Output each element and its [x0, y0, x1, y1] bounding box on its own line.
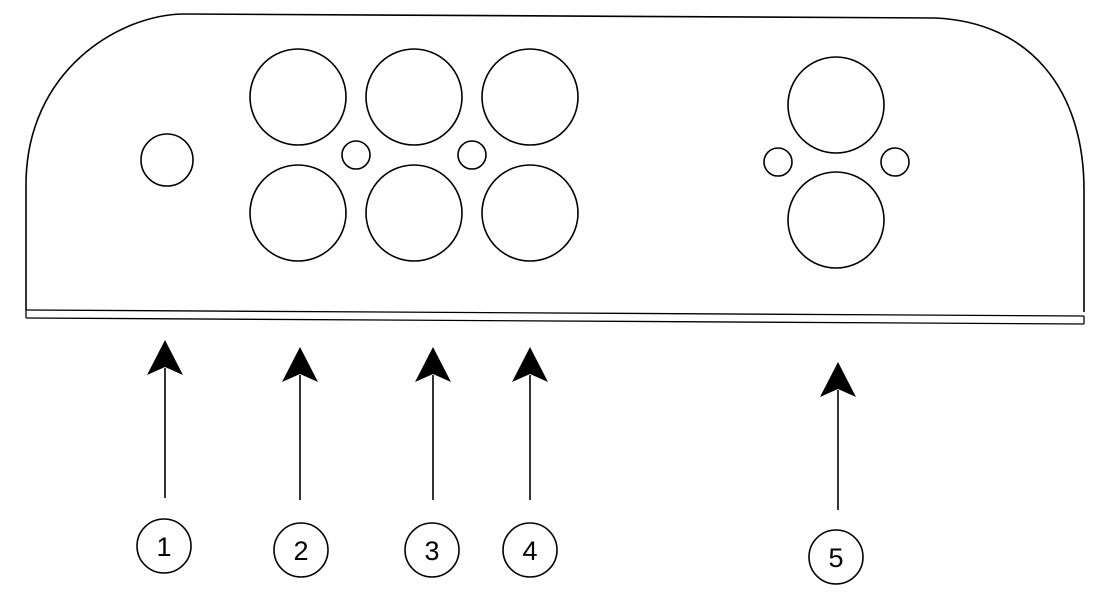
port-5-top-hole: [787, 56, 885, 154]
callout-1-label: 1: [156, 532, 171, 562]
port-3-top-hole: [365, 48, 463, 146]
port-5-mount-hole-right: [880, 147, 910, 177]
callout-4: 4: [502, 522, 558, 578]
arrow-2: [282, 347, 318, 500]
port-5-bottom-hole: [787, 171, 885, 269]
arrow-4: [512, 347, 548, 500]
mount-hole-left: [341, 140, 371, 170]
callout-3-label: 3: [424, 536, 439, 566]
port-4-bottom-hole: [481, 164, 579, 262]
port-1-hole: [140, 133, 194, 187]
callout-2-label: 2: [293, 536, 308, 566]
arrow-1: [147, 340, 183, 498]
port-2-top-hole: [249, 48, 347, 146]
port-2-bottom-hole: [249, 164, 347, 262]
port-4-top-hole: [481, 48, 579, 146]
callout-1: 1: [136, 518, 192, 574]
panel-bottom-edge: [25, 309, 1085, 317]
panel-outline: [25, 13, 1085, 312]
callout-5: 5: [808, 529, 864, 585]
port-5-mount-hole-left: [763, 147, 793, 177]
arrow-3: [415, 347, 451, 500]
callout-3: 3: [404, 522, 460, 578]
port-3-bottom-hole: [365, 164, 463, 262]
callout-4-label: 4: [522, 536, 537, 566]
mount-hole-right: [457, 140, 487, 170]
arrow-5: [820, 362, 856, 510]
callout-2: 2: [273, 522, 329, 578]
panel-bottom-lip: [25, 317, 1085, 325]
callout-5-label: 5: [828, 543, 843, 573]
